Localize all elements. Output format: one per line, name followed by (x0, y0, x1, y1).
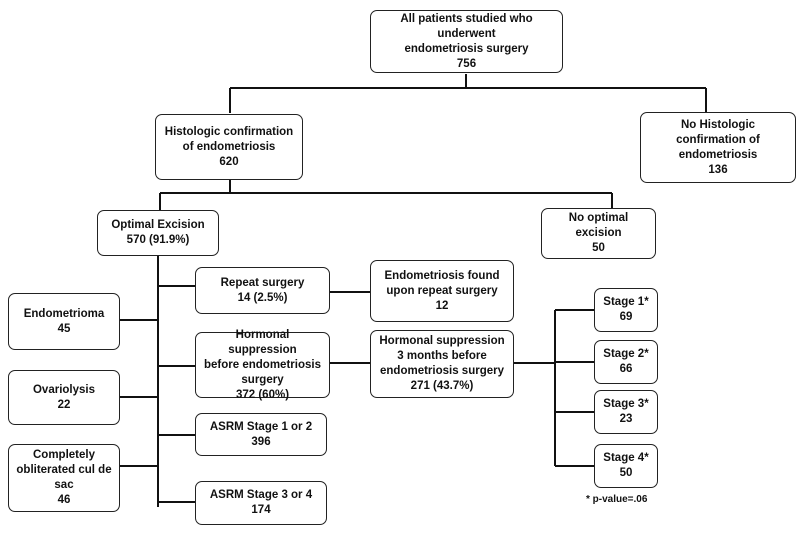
stage-4-label: Stage 4* (603, 452, 649, 464)
endometriosis-found-repeat-box: Endometriosis found upon repeat surgery … (370, 260, 514, 322)
hormonal-3mo-line-3: endometriosis surgery (380, 365, 504, 377)
no-optimal-line-2: excision (575, 227, 622, 239)
hormonal-3mo-line-1: Hormonal suppression (379, 335, 505, 347)
stage-2-label: Stage 2* (603, 348, 649, 360)
ovariolysis-label: Ovariolysis (32, 383, 95, 396)
asrm-stage-1-2-label: ASRM Stage 1 or 2 (209, 420, 313, 433)
no-optimal-count: 50 (592, 242, 605, 254)
no-histologic-count: 136 (708, 163, 728, 176)
cul-de-sac-count: 46 (57, 494, 71, 506)
asrm-stage-3-4-count: 174 (251, 504, 271, 516)
endometriosis-found-line-2: upon repeat surgery (386, 284, 498, 297)
optimal-excision-count: 570 (91.9%) (126, 234, 190, 246)
stage-1-box: Stage 1* 69 (594, 288, 658, 332)
stage-3-box: Stage 3* 23 (594, 390, 658, 434)
histologic-confirmation-count: 620 (219, 155, 239, 168)
hormonal-suppression-count: 372 (60%) (235, 388, 290, 401)
no-optimal-excision-box: No optimal excision 50 (541, 208, 656, 259)
asrm-stage-1-2-box: ASRM Stage 1 or 2 396 (195, 413, 327, 456)
all-patients-line-1: All patients studied who underwent (400, 12, 533, 40)
endometrioma-label: Endometrioma (23, 307, 105, 320)
stage-2-count: 66 (619, 363, 633, 375)
no-histologic-line-3: endometriosis (678, 148, 758, 161)
ovariolysis-box: Ovariolysis 22 (8, 370, 120, 425)
hormonal-suppression-3mo-box: Hormonal suppression 3 months before end… (370, 330, 514, 398)
histologic-confirmation-line-2: of endometriosis (182, 140, 276, 153)
histologic-confirmation-box: Histologic confirmation of endometriosis… (155, 114, 303, 180)
all-patients-box: All patients studied who underwent endom… (370, 10, 563, 73)
stage-2-box: Stage 2* 66 (594, 340, 658, 384)
endometriosis-found-line-1: Endometriosis found (384, 269, 500, 282)
hormonal-suppression-line-2: before endometriosis (204, 358, 321, 371)
stage-1-count: 69 (619, 311, 633, 323)
all-patients-count: 756 (456, 57, 477, 70)
cul-de-sac-line-3: sac (54, 479, 74, 491)
cul-de-sac-line-2: obliterated cul de (16, 464, 112, 476)
ovariolysis-count: 22 (57, 398, 71, 411)
cul-de-sac-line-1: Completely (33, 449, 95, 461)
hormonal-3mo-count: 271 (43.7%) (410, 380, 474, 392)
hormonal-3mo-line-2: 3 months before (397, 350, 487, 362)
stage-4-count: 50 (619, 467, 633, 479)
histologic-confirmation-line-1: Histologic confirmation (164, 125, 294, 138)
endometrioma-box: Endometrioma 45 (8, 293, 120, 350)
asrm-stage-3-4-label: ASRM Stage 3 or 4 (209, 489, 313, 501)
no-histologic-line-1: No Histologic (680, 118, 756, 131)
all-patients-line-2: endometriosis surgery (404, 42, 529, 55)
stage-3-count: 23 (619, 413, 633, 425)
cul-de-sac-box: Completely obliterated cul de sac 46 (8, 444, 120, 512)
stage-4-box: Stage 4* 50 (594, 444, 658, 488)
optimal-excision-box: Optimal Excision 570 (91.9%) (97, 210, 219, 256)
no-histologic-line-2: confirmation of (676, 133, 760, 146)
asrm-stage-3-4-box: ASRM Stage 3 or 4 174 (195, 481, 327, 525)
endometrioma-count: 45 (57, 322, 71, 335)
stage-3-label: Stage 3* (603, 398, 649, 410)
stage-1-label: Stage 1* (603, 296, 649, 308)
no-optimal-line-1: No optimal (568, 212, 629, 224)
hormonal-suppression-line-1: Hormonal suppression (228, 328, 297, 356)
repeat-surgery-box: Repeat surgery 14 (2.5%) (195, 267, 330, 314)
no-histologic-confirmation-box: No Histologic confirmation of endometrio… (640, 112, 796, 183)
endometriosis-found-count: 12 (435, 299, 449, 312)
optimal-excision-label: Optimal Excision (111, 219, 205, 231)
asrm-stage-1-2-count: 396 (251, 435, 271, 448)
hormonal-suppression-box: Hormonal suppression before endometriosi… (195, 329, 330, 401)
p-value-footnote: * p-value=.06 (586, 494, 648, 505)
hormonal-suppression-line-3: surgery (241, 373, 284, 386)
repeat-surgery-count: 14 (2.5%) (237, 291, 288, 304)
repeat-surgery-label: Repeat surgery (220, 276, 305, 289)
